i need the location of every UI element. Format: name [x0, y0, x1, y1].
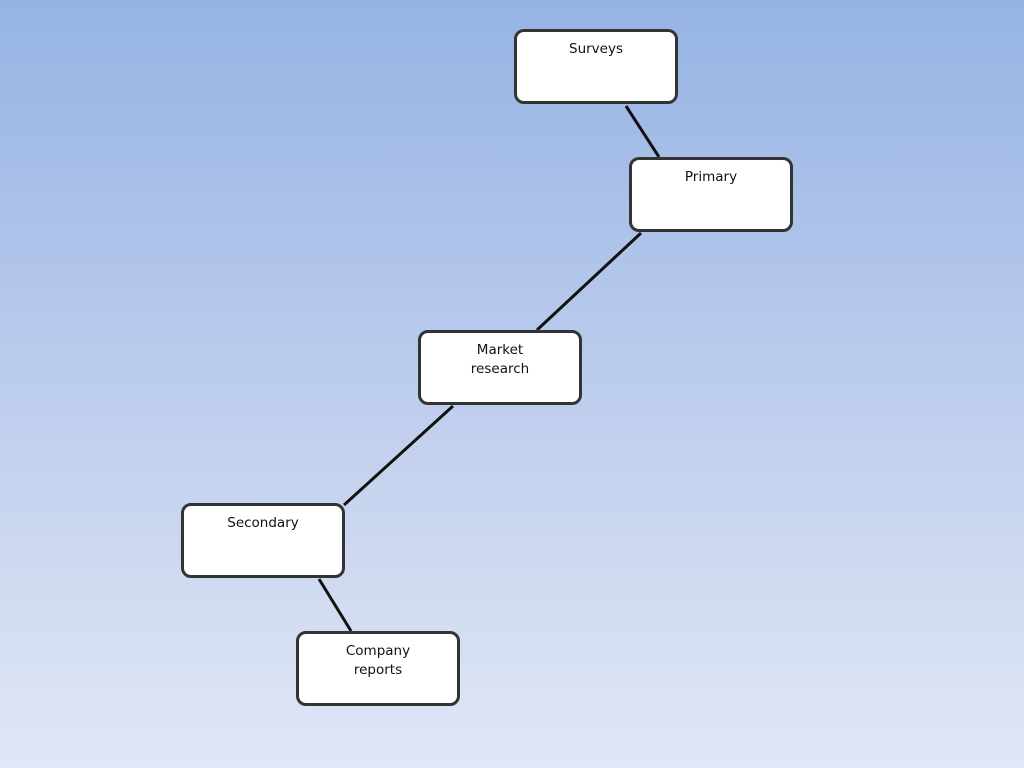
node-market-research-label: Market research — [470, 342, 530, 377]
node-company-reports-label: Company reports — [345, 643, 411, 678]
edge-primary-surveys — [624, 105, 661, 158]
edge-market-secondary — [342, 404, 455, 507]
edge-secondary-company — [317, 578, 353, 632]
node-surveys[interactable]: Surveys — [514, 29, 678, 104]
node-company-reports[interactable]: Company reports — [296, 631, 460, 706]
node-surveys-label: Surveys — [569, 41, 623, 57]
edge-market-primary — [535, 231, 643, 332]
node-primary[interactable]: Primary — [629, 157, 793, 232]
node-secondary[interactable]: Secondary — [181, 503, 345, 578]
node-primary-label: Primary — [684, 169, 738, 185]
node-market-research[interactable]: Market research — [418, 330, 582, 405]
node-secondary-label: Secondary — [227, 515, 299, 531]
